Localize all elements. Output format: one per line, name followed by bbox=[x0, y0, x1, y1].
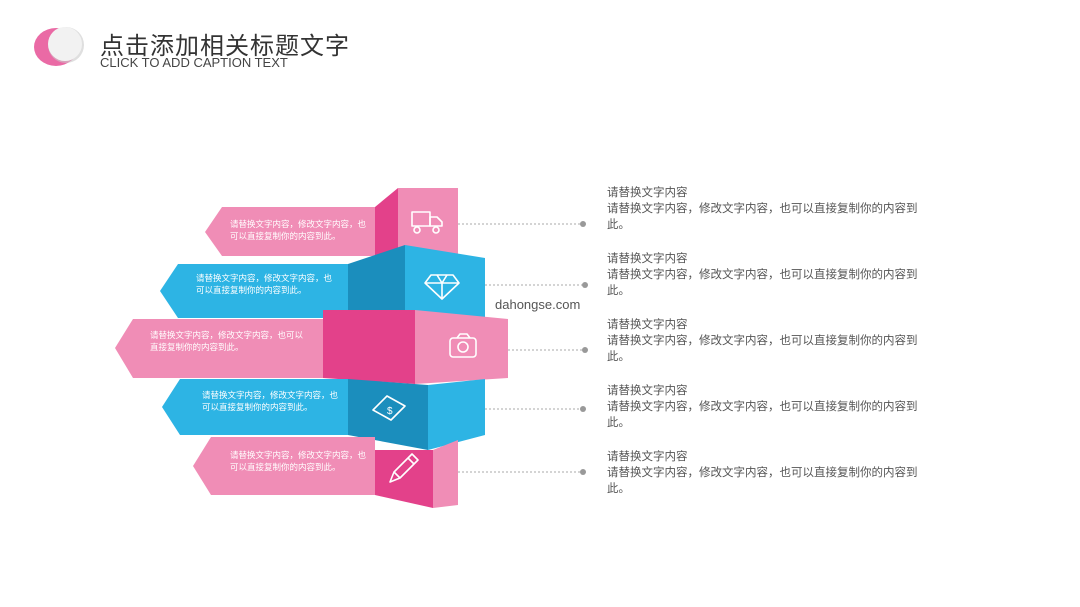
step-4 bbox=[162, 379, 485, 450]
step-3-arrow-text: 请替换文字内容，修改文字内容，也可以直接复制你的内容到此。 bbox=[150, 331, 304, 353]
step-5-heading: 请替换文字内容 bbox=[607, 449, 688, 463]
connector-1 bbox=[458, 221, 586, 227]
diamond-icon bbox=[424, 274, 460, 300]
money-icon: $ bbox=[372, 395, 406, 421]
step-4-body: 请替换文字内容，修改文字内容，也可以直接复制你的内容到此。 bbox=[607, 399, 918, 429]
page-subtitle: CLICK TO ADD CAPTION TEXT bbox=[100, 55, 288, 70]
step-2-face bbox=[405, 245, 485, 318]
step-4-face bbox=[428, 379, 485, 450]
step-3-body: 请替换文字内容，修改文字内容，也可以直接复制你的内容到此。 bbox=[607, 333, 918, 363]
step-1-heading: 请替换文字内容 bbox=[607, 185, 688, 199]
step-5-arrow bbox=[193, 437, 375, 495]
step-2-arrow bbox=[160, 264, 348, 318]
pencil-icon bbox=[389, 453, 419, 483]
page-title: 点击添加相关标题文字 bbox=[100, 32, 350, 60]
step-2-arrow-text: 请替换文字内容，修改文字内容，也可以直接复制你的内容到此。 bbox=[196, 274, 333, 296]
connector-5 bbox=[458, 469, 586, 475]
step-2-body: 请替换文字内容，修改文字内容，也可以直接复制你的内容到此。 bbox=[607, 267, 918, 297]
step-5 bbox=[193, 437, 458, 508]
step-5-description: 请替换文字内容 请替换文字内容，修改文字内容，也可以直接复制你的内容到此。 bbox=[607, 448, 927, 496]
step-3-description: 请替换文字内容 请替换文字内容，修改文字内容，也可以直接复制你的内容到此。 bbox=[607, 316, 927, 364]
logo-icon bbox=[34, 27, 84, 66]
connector-4 bbox=[485, 406, 586, 412]
step-3-arrow bbox=[115, 319, 323, 378]
step-3-heading: 请替换文字内容 bbox=[607, 317, 688, 331]
step-2-description: 请替换文字内容 请替换文字内容，修改文字内容，也可以直接复制你的内容到此。 bbox=[607, 250, 927, 298]
step-3-fold bbox=[323, 310, 415, 384]
step-1-body: 请替换文字内容，修改文字内容，也可以直接复制你的内容到此。 bbox=[607, 201, 918, 231]
step-2 bbox=[160, 245, 485, 318]
step-5-fold bbox=[375, 450, 433, 508]
step-5-body: 请替换文字内容，修改文字内容，也可以直接复制你的内容到此。 bbox=[607, 465, 918, 495]
step-4-description: 请替换文字内容 请替换文字内容，修改文字内容，也可以直接复制你的内容到此。 bbox=[607, 382, 927, 430]
step-1-description: 请替换文字内容 请替换文字内容，修改文字内容，也可以直接复制你的内容到此。 bbox=[607, 184, 927, 232]
step-2-heading: 请替换文字内容 bbox=[607, 251, 688, 265]
step-1-arrow-text: 请替换文字内容，修改文字内容，也可以直接复制你的内容到此。 bbox=[230, 220, 367, 242]
connector-3 bbox=[508, 347, 588, 353]
watermark: dahongse.com bbox=[495, 297, 581, 312]
step-2-fold bbox=[348, 245, 405, 318]
step-4-arrow-text: 请替换文字内容，修改文字内容，也可以直接复制你的内容到此。 bbox=[202, 391, 339, 413]
step-3 bbox=[115, 310, 508, 384]
connector-2 bbox=[485, 282, 588, 288]
step-3-face bbox=[415, 310, 508, 384]
step-4-arrow bbox=[162, 379, 348, 435]
step-4-fold bbox=[348, 379, 428, 450]
step-1-fold bbox=[375, 188, 398, 262]
svg-text:$: $ bbox=[387, 406, 393, 417]
step-5-arrow-text: 请替换文字内容，修改文字内容，也可以直接复制你的内容到此。 bbox=[230, 451, 367, 473]
step-5-face bbox=[433, 440, 458, 508]
camera-icon bbox=[449, 333, 477, 358]
step-1-arrow bbox=[205, 207, 375, 256]
truck-icon bbox=[411, 211, 443, 234]
step-4-heading: 请替换文字内容 bbox=[607, 383, 688, 397]
